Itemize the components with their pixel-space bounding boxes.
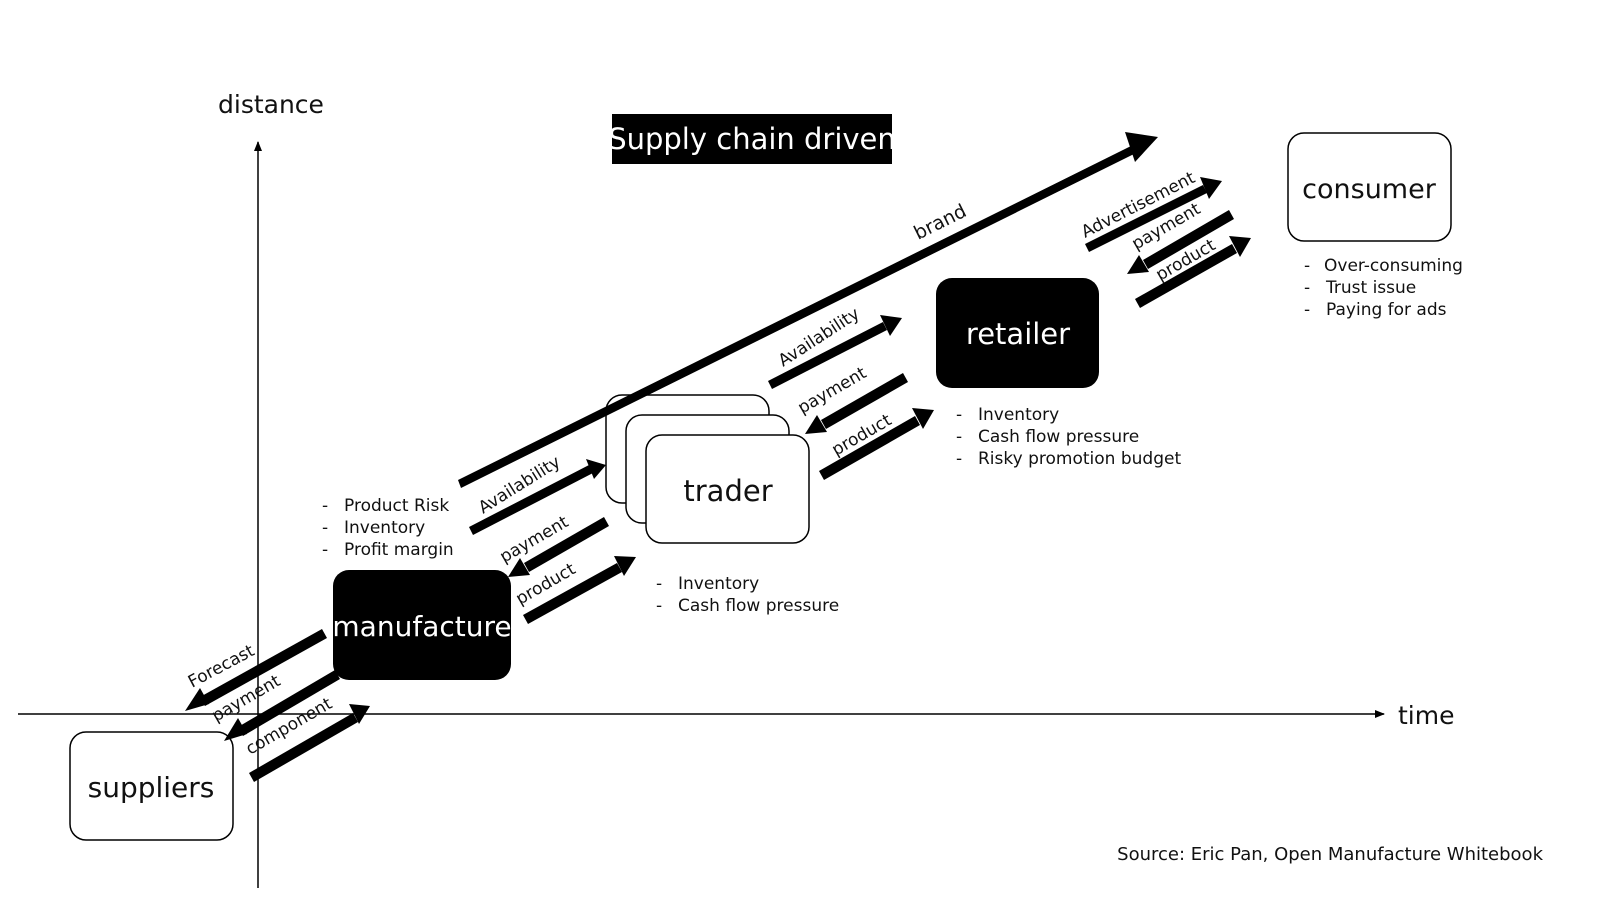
retailer-note-2: Cash flow pressure — [978, 427, 1139, 447]
source-credit: Source: Eric Pan, Open Manufacture White… — [1117, 844, 1543, 865]
component-arrow: component — [243, 694, 370, 782]
trader-node: trader — [605, 394, 810, 544]
manufacture-notes: - Product Risk - Inventory - Profit marg… — [322, 496, 454, 560]
trader-note-2: Cash flow pressure — [678, 596, 839, 616]
manufacture-payment-arrow: payment — [497, 512, 609, 577]
svg-text:-: - — [656, 596, 662, 616]
trader-label: trader — [683, 474, 772, 508]
retailer-note-1: Inventory — [978, 405, 1059, 425]
svg-text:-: - — [322, 540, 328, 560]
svg-text:-: - — [1304, 256, 1310, 276]
svg-text:-: - — [956, 405, 962, 425]
manufacture-note-2: Inventory — [344, 518, 425, 538]
suppliers-label: suppliers — [88, 771, 215, 804]
retailer-notes: - Inventory - Cash flow pressure - Risky… — [956, 405, 1181, 469]
svg-text:-: - — [1304, 278, 1310, 298]
y-axis-label: distance — [218, 90, 324, 119]
suppliers-node: suppliers — [69, 731, 234, 841]
consumer-node: consumer — [1287, 132, 1452, 242]
svg-text:-: - — [956, 427, 962, 447]
manufacture-note-1: Product Risk — [344, 496, 449, 516]
trader-note-1: Inventory — [678, 574, 759, 594]
consumer-note-3: Paying for ads — [1326, 300, 1447, 320]
manufacture-label: manufacture — [332, 610, 511, 643]
consumer-note-2: Trust issue — [1325, 278, 1416, 298]
consumer-notes: - Over-consuming - Trust issue - Paying … — [1304, 256, 1463, 320]
retailer-label: retailer — [966, 317, 1070, 351]
manufacture-note-3: Profit margin — [344, 540, 454, 560]
svg-text:-: - — [322, 496, 328, 516]
svg-text:-: - — [1304, 300, 1310, 320]
consumer-label: consumer — [1302, 174, 1437, 205]
retailer-node: retailer — [936, 278, 1099, 388]
retailer-note-3: Risky promotion budget — [978, 449, 1181, 469]
trader-notes: - Inventory - Cash flow pressure — [656, 574, 839, 616]
svg-text:-: - — [956, 449, 962, 469]
x-axis-label: time — [1398, 701, 1454, 730]
manufacture-node: manufacture — [332, 570, 512, 680]
forecast-label: Forecast — [185, 641, 258, 693]
page-title: Supply chain driven — [608, 122, 896, 156]
svg-text:-: - — [656, 574, 662, 594]
consumer-note-1: Over-consuming — [1324, 256, 1463, 276]
title-box — [612, 114, 892, 164]
svg-text:-: - — [322, 518, 328, 538]
